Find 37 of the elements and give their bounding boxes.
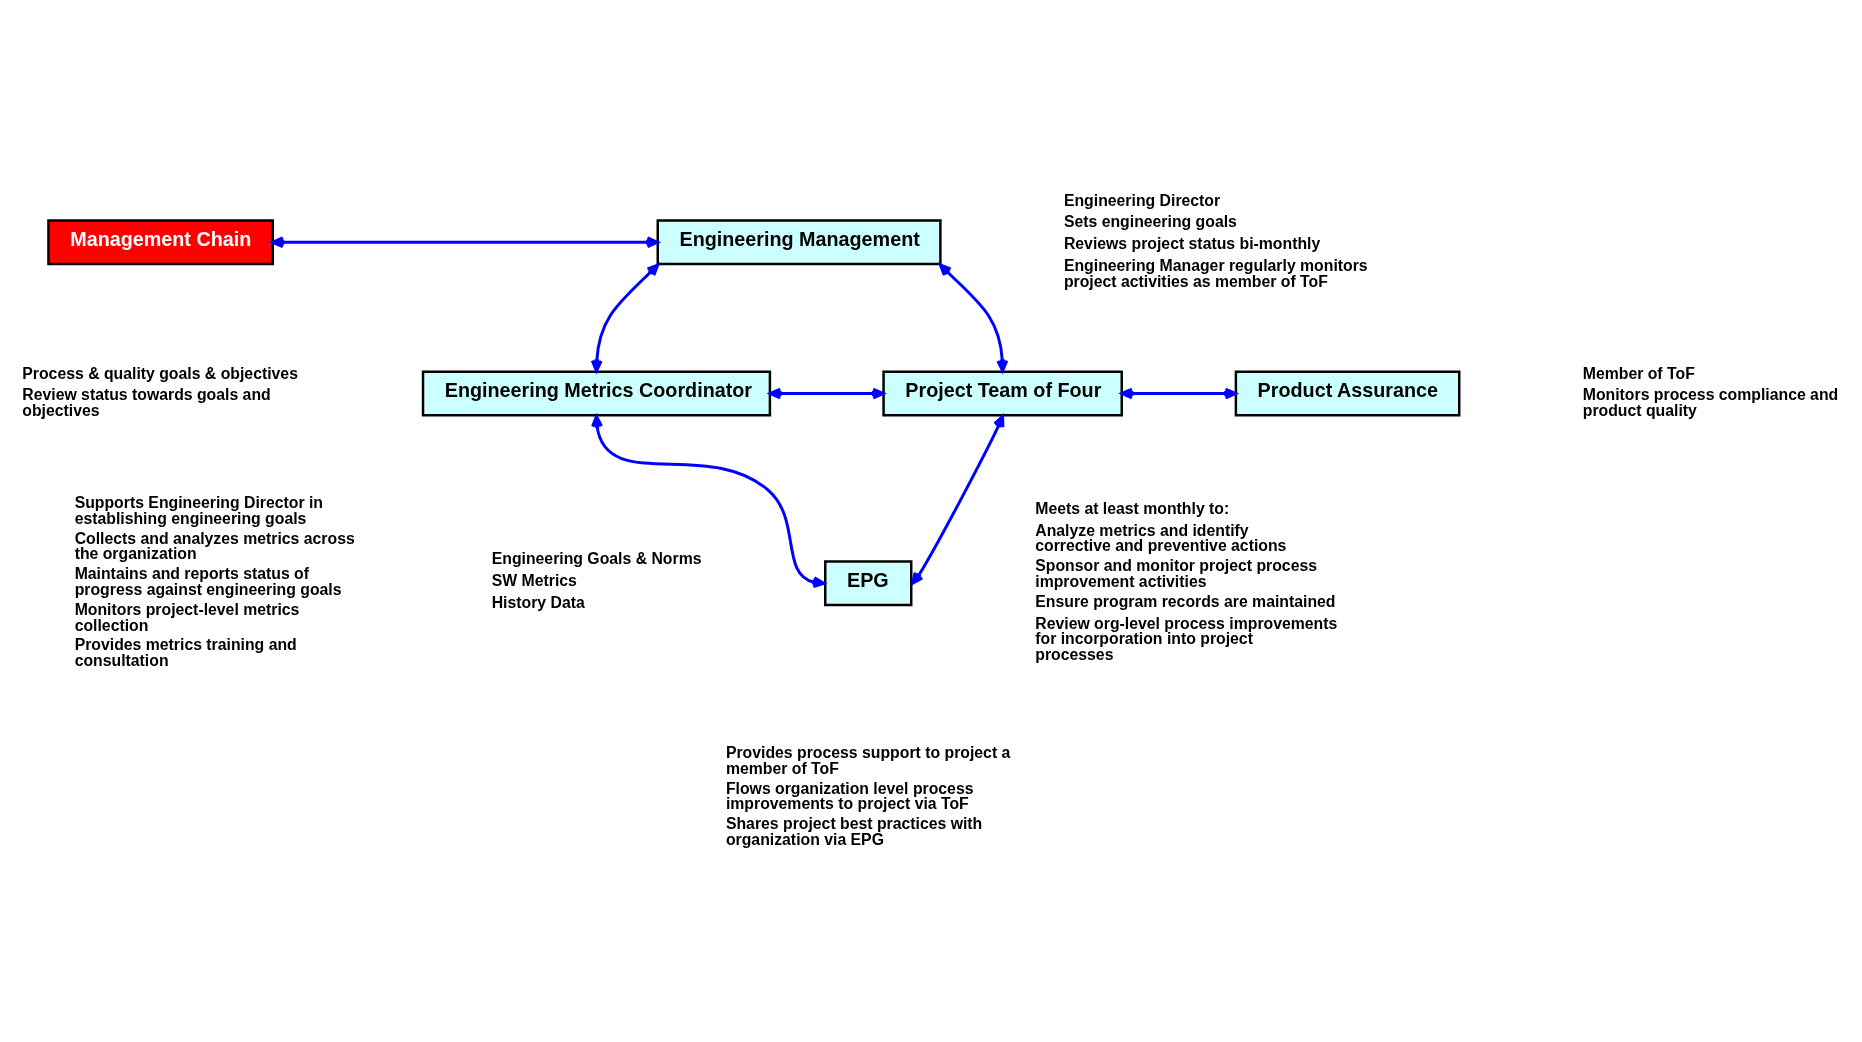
arrow: [590, 263, 660, 372]
label: History Data: [491, 593, 585, 611]
node-label: Maintains and reports status of progress against engineering goals: [74, 564, 342, 598]
node-label: Process & quality goals & objectives: [22, 363, 298, 381]
node-label: Supports Engineering Director in establishing engineering goals: [74, 493, 324, 527]
node-label: Analyze metrics and identify corrective and preventive actions: [1035, 521, 1287, 554]
node-label: Provides metrics training and consultation: [74, 635, 297, 669]
node-box: Product Assurance: [1234, 370, 1461, 416]
node-label: Flows organization level process improvements to project via ToF: [725, 779, 974, 812]
arrow: [1120, 387, 1238, 399]
node-label: Ensure program records are maintained: [1035, 592, 1336, 610]
node-label: Collects and analyzes metrics across the organization: [74, 529, 355, 562]
label: Engineering Goals & Norms: [491, 549, 702, 567]
label: SW Metrics: [491, 571, 577, 589]
node-label: Review org-level process improvements for incorporation into project processes: [1035, 614, 1338, 663]
node-box: EPG: [824, 559, 913, 606]
node-label: Monitors process compliance and product quality: [1582, 385, 1839, 419]
node-label: Sponsor and monitor project process improvement activities: [1035, 556, 1318, 590]
node-label: Reviews project status bi-monthly: [1063, 234, 1321, 252]
node-label: Monitors project-level metrics collection: [74, 600, 300, 634]
node-box: Engineering Management: [656, 218, 942, 265]
arrow: [768, 387, 885, 399]
node-label: Provides process support to project a member of ToF: [725, 743, 1011, 777]
node-label: Meets at least monthly to:: [1035, 499, 1230, 517]
arrow: [591, 414, 826, 588]
node-label: Sets engineering goals: [1063, 212, 1237, 230]
node-box: Project Team of Four: [882, 370, 1123, 416]
node-box: Engineering Metrics Coordinator: [421, 370, 772, 416]
node-label: Member of ToF: [1582, 363, 1695, 381]
node-box: Management Chain: [47, 218, 275, 265]
node-label: Shares project best practices with organization via EPG: [725, 814, 983, 848]
arrow: [911, 414, 1005, 585]
node-label: Review status towards goals and objectives: [22, 385, 271, 419]
node-label: Engineering Director: [1063, 191, 1221, 209]
arrow: [271, 235, 659, 248]
arrow: [938, 263, 1009, 372]
node-label: Engineering Manager regularly monitors project activities as member of ToF: [1063, 256, 1368, 290]
